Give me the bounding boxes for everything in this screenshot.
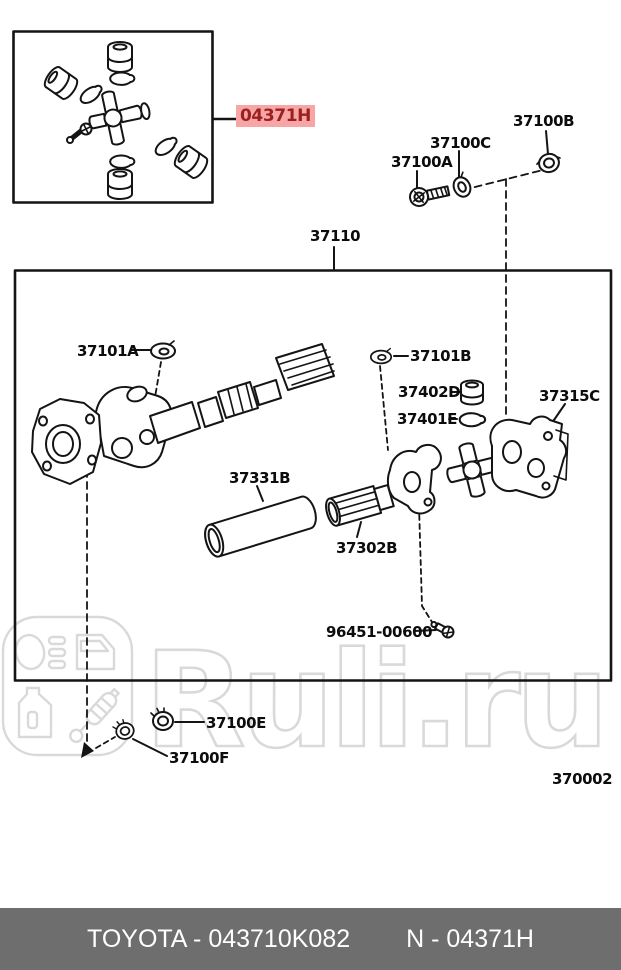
part-label-96451-00600[interactable]: 96451-00600 — [326, 623, 433, 641]
part-label-37100c[interactable]: 37100C — [430, 134, 491, 152]
flange-37315c-drawing — [489, 415, 569, 499]
main-diagram-frame — [13, 269, 613, 682]
clip-37101b-drawing — [369, 347, 393, 365]
callout-lines — [81, 117, 566, 758]
watermark-icons — [1, 615, 134, 757]
part-label-37110[interactable]: 37110 — [310, 227, 361, 245]
part-label-37100b[interactable]: 37100B — [513, 112, 575, 130]
figure-number-label: 370002 — [552, 770, 613, 788]
part-label-37100e[interactable]: 37100E — [206, 714, 267, 732]
watermark-text: Ruli.ru — [144, 624, 604, 778]
part-label-37402d[interactable]: 37402D — [398, 383, 461, 401]
ring-37401e-drawing — [458, 412, 487, 428]
part-label-37315c[interactable]: 37315C — [539, 387, 600, 405]
washer-37100c-drawing — [452, 171, 472, 198]
part-label-37100a[interactable]: 37100A — [391, 153, 453, 171]
exploded-diagram-drawing: Ruli.ru — [1, 30, 613, 779]
part-label-37331b[interactable]: 37331B — [229, 469, 291, 487]
fastener-group-drawing — [409, 152, 561, 207]
part-label-04371h-highlighted[interactable]: 04371H — [236, 105, 315, 128]
bolt-37100a-drawing — [409, 185, 451, 207]
tube-37331b-drawing — [204, 495, 317, 558]
part-label-37100f[interactable]: 37100F — [169, 749, 230, 767]
footer-bar: TOYOTA - 043710K082 N - 04371H — [0, 908, 621, 970]
bearing-37402d-drawing — [460, 379, 484, 406]
part-label-37101b[interactable]: 37101B — [410, 347, 472, 365]
part-label-37101a[interactable]: 37101A — [77, 342, 139, 360]
clip-37101a-drawing — [150, 340, 176, 360]
footer-brand-part-number: TOYOTA - 043710K082 — [87, 924, 351, 953]
spider-cross-kit — [88, 90, 151, 146]
yoke-37302b-drawing — [325, 444, 442, 527]
ujoint-kit-box — [12, 30, 214, 204]
nut-37100b-drawing — [536, 152, 561, 174]
grease-fitting-96451-drawing — [430, 620, 455, 639]
footer-oem-number: N - 04371H — [406, 924, 534, 953]
part-label-37401e[interactable]: 37401E — [397, 410, 458, 428]
part-label-37302b[interactable]: 37302B — [336, 539, 398, 557]
grease-fitting-kit — [66, 122, 93, 144]
propeller-shaft-drawing — [31, 343, 335, 485]
watermark: Ruli.ru — [1, 615, 611, 779]
